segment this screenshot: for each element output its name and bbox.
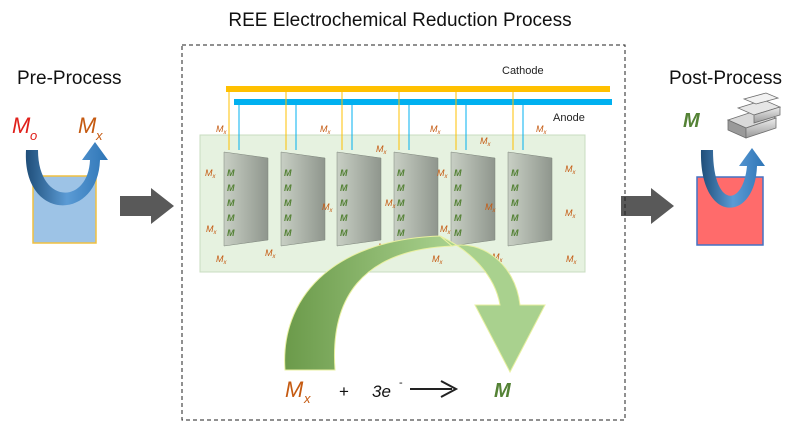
ion-label: Mx (376, 144, 388, 156)
ion-label: Mx (216, 254, 228, 266)
ion-label: Mx (565, 164, 577, 176)
metal-deposit-label: M (227, 213, 235, 223)
metal-deposit-label: M (454, 183, 462, 193)
metal-deposit-label: M (284, 183, 292, 193)
metal-deposit-label: M (227, 228, 235, 238)
process-arrow-left (120, 188, 174, 224)
post-metal-label: M (683, 110, 701, 132)
post-process-label: Post-Process (669, 68, 782, 89)
cathode-busbar (226, 86, 610, 92)
electrode-plates (223, 151, 553, 247)
metal-deposit-label: M (284, 198, 292, 208)
metal-deposit-label: M (454, 228, 462, 238)
metal-deposit-label: M (454, 213, 462, 223)
ion-label: Mx (430, 124, 442, 136)
metal-deposit-label: M (397, 183, 405, 193)
metal-deposit-label: M (454, 168, 462, 178)
ion-label: Mx (536, 124, 548, 136)
ion-label: Mx (566, 254, 578, 266)
reaction-equation: M x + 3e - M (285, 377, 512, 406)
reaction-reactant: M (285, 377, 304, 402)
metal-deposit-label: M (397, 228, 405, 238)
metal-deposit-label: M (511, 228, 519, 238)
metal-deposit-label: M (284, 228, 292, 238)
ion-label: Mx (206, 224, 218, 236)
metal-deposit-label: M (397, 168, 405, 178)
ion-label: Mx (440, 224, 452, 236)
metal-deposit-label: M (340, 168, 348, 178)
metal-deposit-label: M (511, 168, 519, 178)
connector-wires (228, 92, 524, 150)
post-process-group: M (683, 92, 782, 246)
reaction-electron-sup: - (399, 377, 403, 389)
reaction-product: M (494, 380, 512, 402)
pre-process-label: Pre-Process (17, 68, 122, 89)
ion-label: Mx (320, 124, 332, 136)
metal-deposit-label: M (454, 198, 462, 208)
pre-input-species: M (12, 113, 31, 138)
metal-deposit-label: M (340, 198, 348, 208)
reaction-plus: + (339, 382, 349, 401)
pre-output-sub: x (95, 128, 103, 143)
ion-label: Mx (205, 168, 217, 180)
metal-deposit-label: M (511, 183, 519, 193)
pre-input-sub: o (30, 128, 37, 143)
ion-label: Mx (432, 254, 444, 266)
anode-label: Anode (553, 112, 585, 124)
pre-process-group: M o M x (12, 113, 108, 244)
metal-deposit-label: M (340, 213, 348, 223)
anode-busbar (234, 99, 612, 105)
reduction-arrow-down (439, 235, 546, 374)
ion-label: Mx (485, 202, 497, 214)
metal-deposit-label: M (227, 183, 235, 193)
metal-deposit-label: M (511, 198, 519, 208)
reaction-arrow (410, 380, 459, 398)
ion-label: Mx (565, 208, 577, 220)
cathode-label: Cathode (502, 65, 544, 77)
metal-deposit-label: M (340, 183, 348, 193)
pre-process-u-arrow (25, 142, 108, 206)
post-process-u-arrow (700, 148, 765, 208)
ion-label: Mx (385, 198, 397, 210)
ion-label: Mx (492, 252, 504, 264)
reaction-electrons: 3e (372, 382, 391, 401)
ion-label: Mx (437, 168, 449, 180)
reaction-reactant-sub: x (303, 391, 311, 406)
metal-deposit-label: M (227, 198, 235, 208)
ion-label: Mx (322, 202, 334, 214)
reactor-frame (181, 44, 626, 421)
metal-ingots-icon (726, 92, 782, 139)
ion-label: Mx (265, 248, 277, 260)
metal-deposit-label: M (397, 198, 405, 208)
metal-deposit-label: M (397, 213, 405, 223)
metal-deposit-label: M (511, 213, 519, 223)
ion-label: Mx (216, 124, 228, 136)
metal-deposit-label: M (340, 228, 348, 238)
metal-deposit-label: M (284, 168, 292, 178)
ion-label: Mx (480, 136, 492, 148)
metal-deposit-label: M (227, 168, 235, 178)
metal-deposit-label: M (284, 213, 292, 223)
pre-output-species: M (78, 113, 97, 138)
process-arrow-right (621, 188, 674, 224)
diagram-title: REE Electrochemical Reduction Process (228, 10, 572, 31)
